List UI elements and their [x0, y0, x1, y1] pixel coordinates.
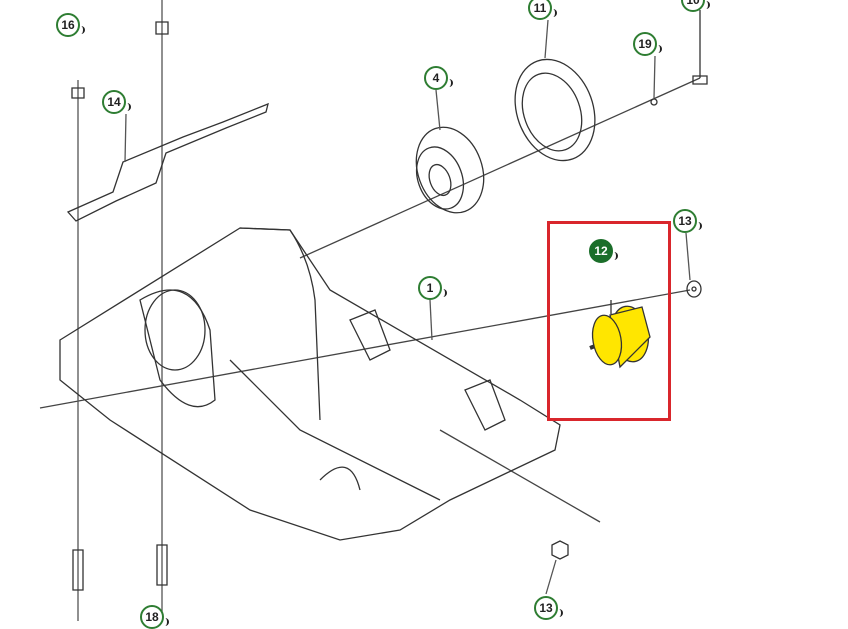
rubber-mount-12-icon	[589, 300, 651, 369]
shaft-axis-line	[299, 77, 701, 259]
bolt-axis-line	[439, 429, 601, 523]
nut-13-top-icon	[686, 280, 702, 298]
callout-13-bottom[interactable]: 13	[534, 596, 563, 620]
bearing-4-icon	[415, 126, 485, 214]
callout-19[interactable]: 19	[633, 32, 662, 56]
highlight-box	[547, 221, 671, 421]
washer-19-icon	[650, 98, 658, 106]
callout-14[interactable]: 14	[102, 90, 131, 114]
bolt-top-icon	[155, 21, 169, 35]
callout-18[interactable]: 18	[140, 605, 169, 629]
bolt-18b-icon	[156, 544, 168, 586]
bolt-16-icon	[71, 87, 85, 99]
callout-1[interactable]: 1	[418, 276, 447, 300]
callout-13-top[interactable]: 13	[673, 209, 702, 233]
seal-11-icon	[514, 58, 596, 162]
callout-10[interactable]: 10	[681, 0, 710, 12]
callout-16[interactable]: 16	[56, 13, 85, 37]
base-plate-1-icon	[59, 227, 561, 541]
callout-12-selected[interactable]: 12	[589, 239, 618, 263]
screw-10-icon	[692, 10, 708, 85]
bolt-18a-icon	[72, 549, 84, 591]
nut-13-bottom-icon	[551, 540, 569, 560]
leader-lines	[124, 19, 691, 595]
callout-11[interactable]: 11	[528, 0, 557, 20]
callout-4[interactable]: 4	[424, 66, 453, 90]
bracket-14-icon	[66, 102, 269, 222]
